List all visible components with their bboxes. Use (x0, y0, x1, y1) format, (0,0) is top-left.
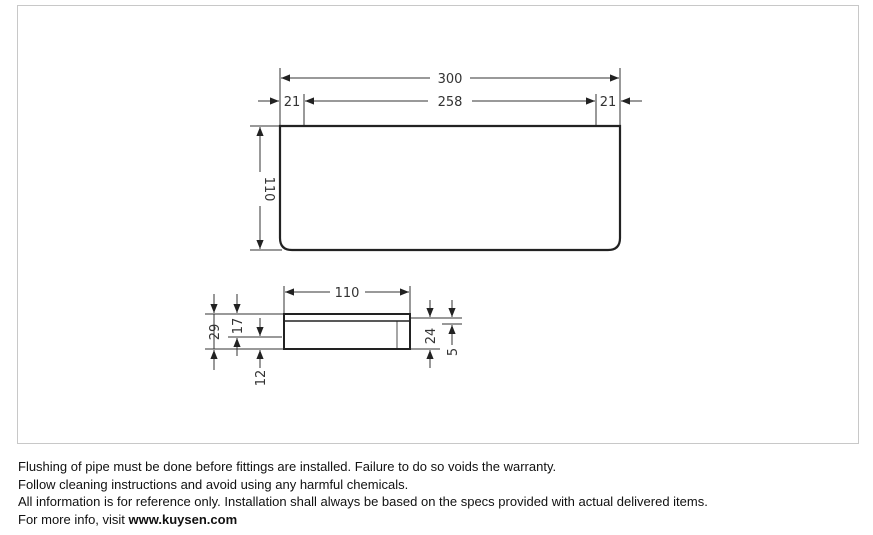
dim-total-height: 29 (208, 324, 223, 341)
dim-right-height: 24 (424, 328, 439, 345)
dim-right-offset: 21 (600, 95, 617, 110)
dim-left-offset: 21 (284, 95, 301, 110)
website-link[interactable]: www.kuysen.com (128, 511, 238, 527)
dim-inner-width: 258 (438, 95, 463, 110)
dim-overall-width: 300 (438, 72, 463, 87)
note-line: For more info, visit www.kuysen.com (18, 511, 708, 529)
shelf-top-outline (278, 124, 622, 252)
dim-upper-height: 17 (231, 318, 246, 335)
installation-notes: Flushing of pipe must be done before fit… (18, 458, 708, 528)
drawing-frame (17, 5, 859, 444)
dim-lip: 5 (446, 348, 461, 356)
note-line: Follow cleaning instructions and avoid u… (18, 476, 409, 492)
technical-drawing: 300 258 21 21 110 110 29 (205, 68, 642, 387)
note-line: Flushing of pipe must be done before fit… (18, 459, 557, 474)
shelf-side-outline (283, 313, 411, 350)
dim-side-width: 110 (335, 286, 360, 301)
note-text: For more info, visit (18, 511, 129, 527)
note-line: All information is for reference only. I… (18, 494, 708, 509)
dim-lower-height: 12 (254, 370, 269, 387)
dim-depth: 110 (261, 177, 276, 202)
